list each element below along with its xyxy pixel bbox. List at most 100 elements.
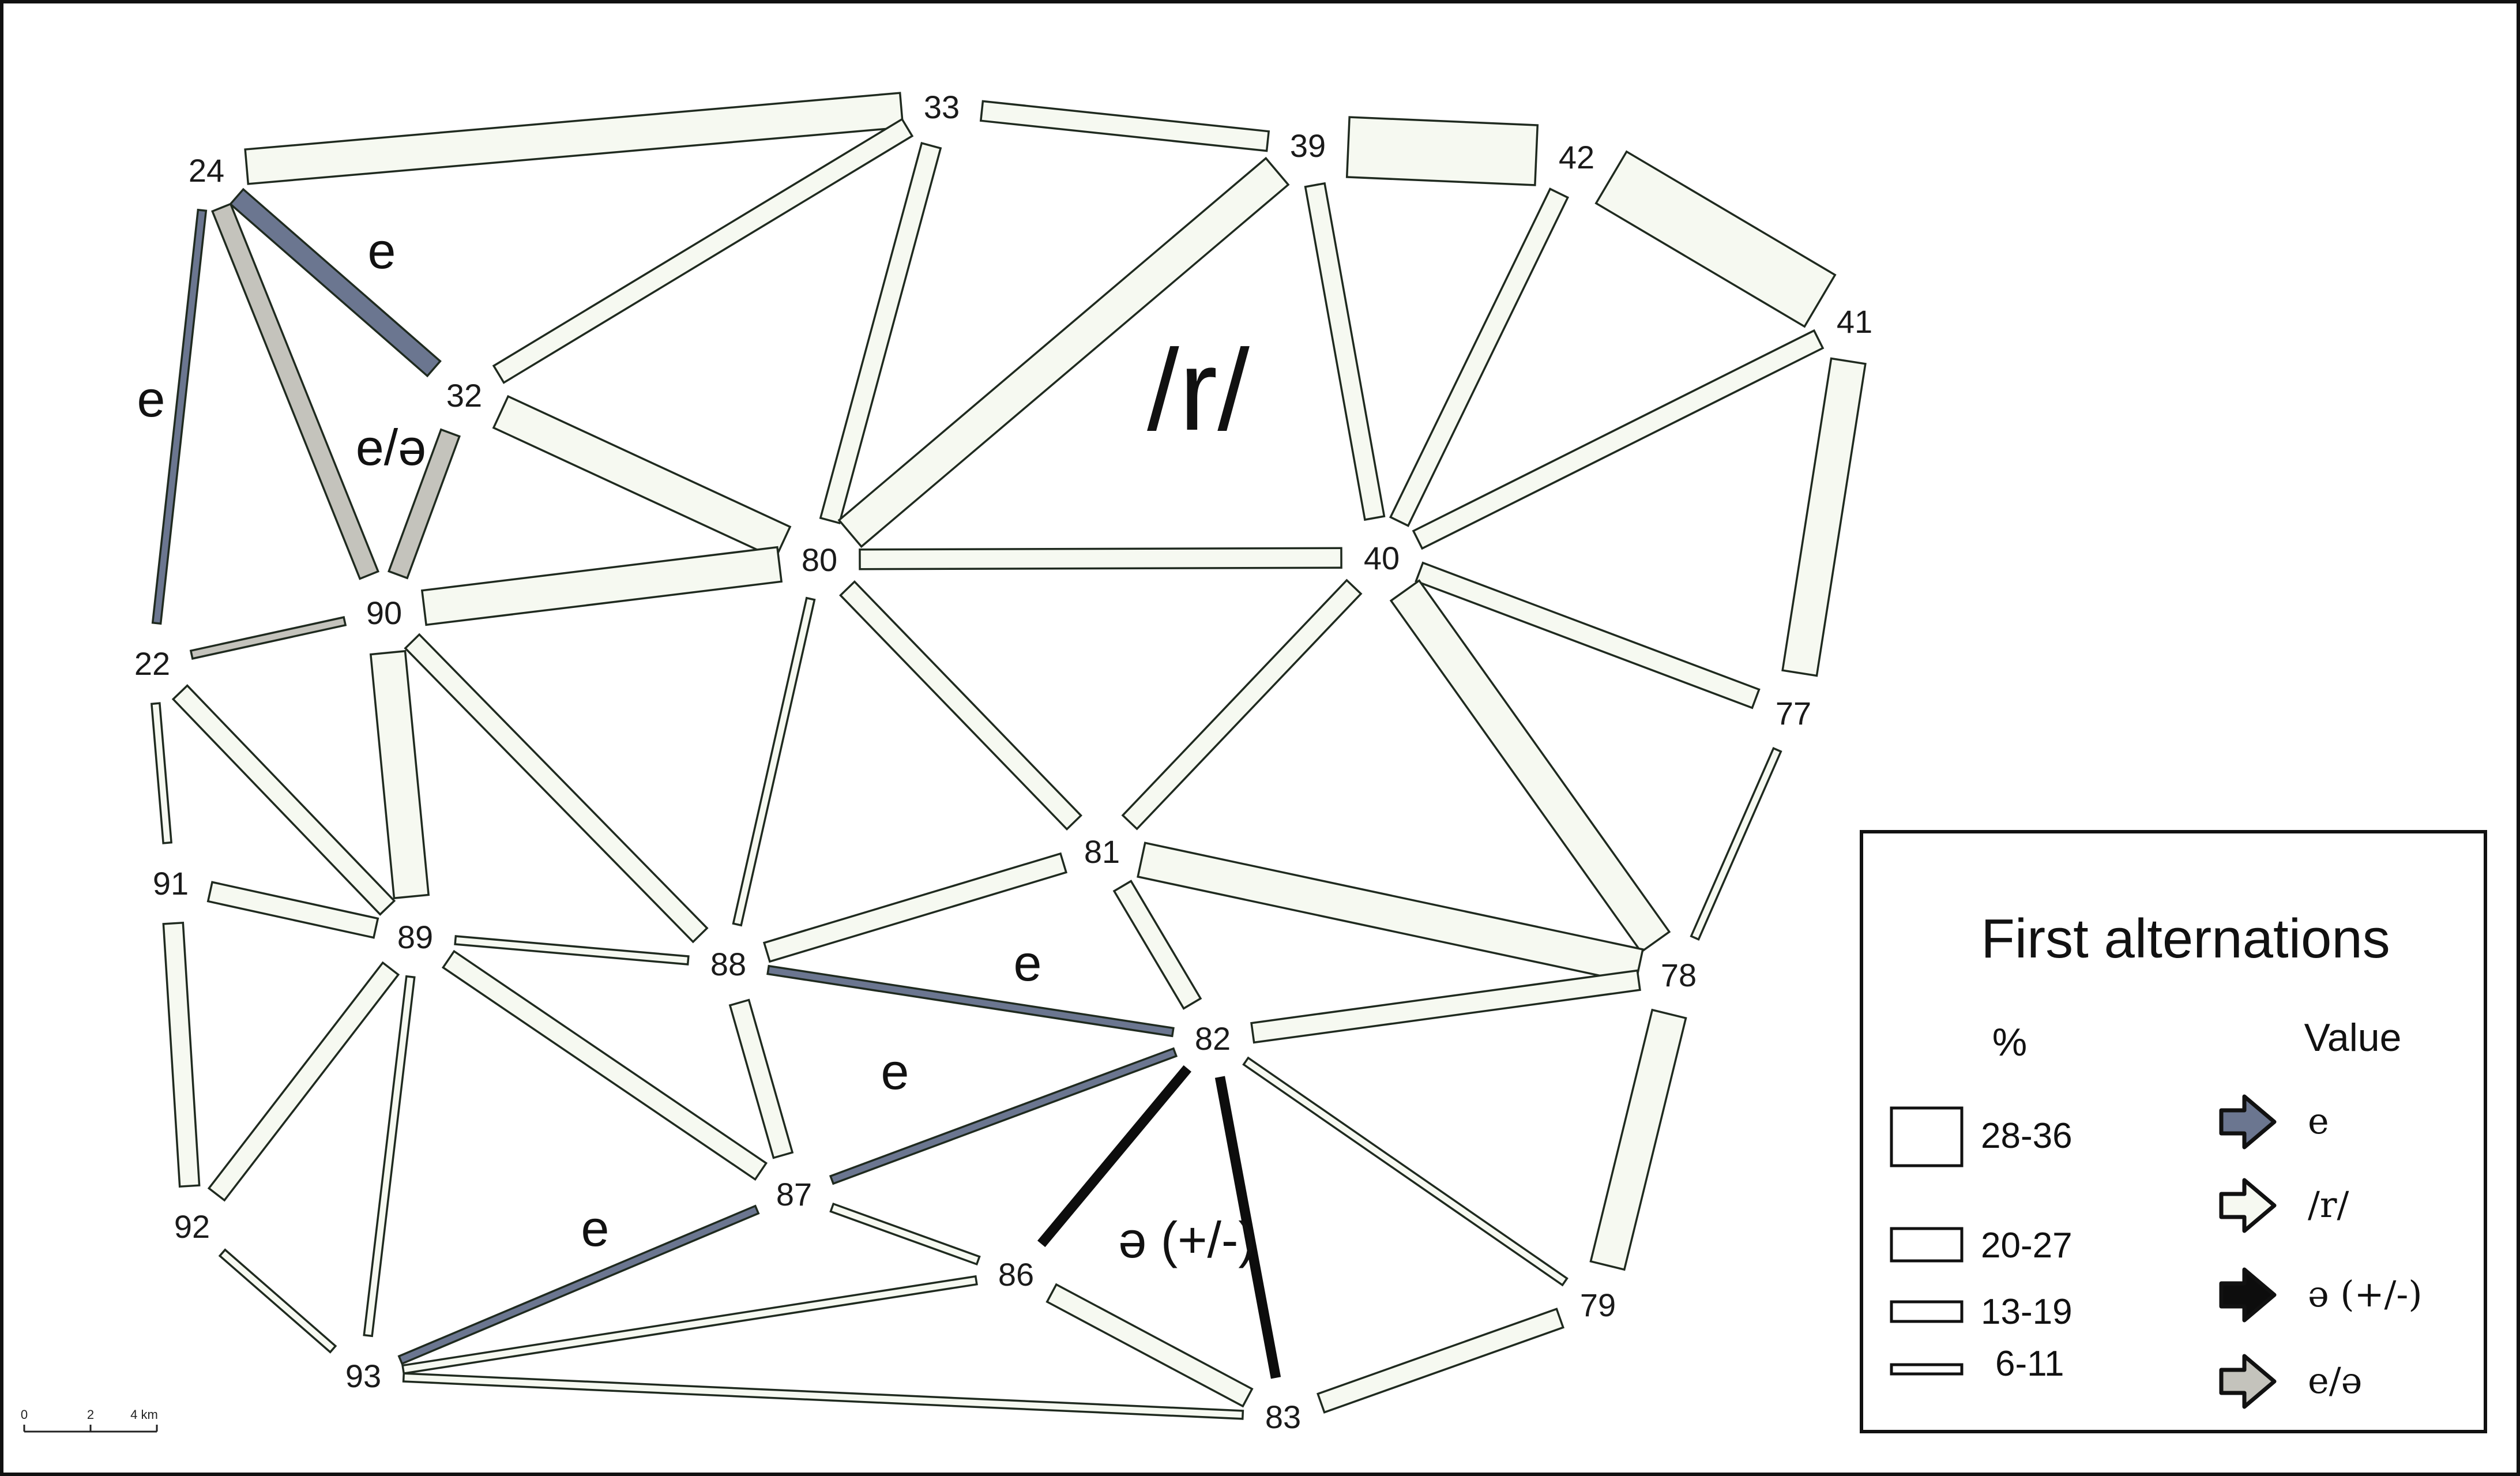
edge-41-40 — [1412, 329, 1825, 550]
node-label-22: 22 — [134, 645, 170, 682]
edge-24-32 — [229, 187, 442, 378]
edge-83-79 — [1317, 1308, 1564, 1414]
edge-40-78 — [1389, 579, 1671, 953]
edge-22-91 — [150, 702, 173, 844]
node-label-92: 92 — [174, 1208, 210, 1245]
edge-82-79 — [1242, 1056, 1569, 1287]
edge-88-82 — [766, 964, 1175, 1038]
edge-81-82 — [1112, 880, 1202, 1010]
edge-89-93 — [363, 975, 416, 1338]
node-label-86: 86 — [998, 1256, 1034, 1293]
node-label-79: 79 — [1580, 1287, 1616, 1323]
edge-24-33 — [244, 92, 904, 185]
legend-size-swatch-28-36 — [1890, 1106, 1964, 1167]
edge-value-label-82-86: ə (+/-) — [1118, 1211, 1255, 1268]
legend-value-item: e/ə — [2219, 1354, 2362, 1409]
node-label-32: 32 — [446, 377, 482, 414]
edge-value-label-24-22: e — [137, 370, 166, 427]
edge-33-80 — [819, 142, 942, 524]
edge-86-83 — [1045, 1283, 1254, 1408]
edge-80-81 — [839, 580, 1082, 831]
legend-value-label: e/ə — [2308, 1359, 2362, 1402]
node-label-24: 24 — [189, 152, 224, 189]
legend-value-item: e — [2219, 1094, 2329, 1150]
edge-77-78 — [1690, 746, 1782, 941]
edge-24-90 — [211, 202, 379, 580]
edge-90-89 — [369, 649, 430, 900]
edge-33-32 — [492, 118, 914, 384]
edge-82-87 — [829, 1047, 1178, 1185]
edge-92-93 — [218, 1248, 337, 1354]
edge-90-88 — [404, 633, 709, 944]
edge-value-label-82-87: e — [881, 1043, 909, 1100]
edge-93-83 — [402, 1372, 1244, 1420]
edge-81-88 — [762, 852, 1068, 963]
legend-arrow-icon — [2219, 1267, 2277, 1323]
edge-89-87 — [441, 949, 768, 1181]
edge-40-81 — [1121, 579, 1363, 831]
legend-size-swatch-13-19 — [1890, 1300, 1964, 1323]
edge-82-78 — [1250, 969, 1641, 1044]
edge-32-80 — [492, 395, 792, 560]
node-label-83: 83 — [1265, 1399, 1301, 1435]
edge-40-77 — [1415, 561, 1761, 709]
legend-value-label: /r/ — [2308, 1184, 2349, 1226]
edge-80-88 — [732, 596, 816, 927]
legend-title: First alternations — [1981, 908, 2390, 970]
edge-value-label-32-90: e/ə — [356, 419, 426, 476]
legend-size-label: 13-19 — [1981, 1292, 2073, 1332]
edge-82-83 — [1214, 1076, 1281, 1379]
node-label-88: 88 — [710, 946, 746, 982]
edge-value-label-88-82: e — [1014, 934, 1042, 991]
edge-89-92 — [207, 961, 400, 1202]
node-label-80: 80 — [802, 542, 837, 578]
legend-value-item: /r/ — [2219, 1178, 2349, 1233]
node-label-82: 82 — [1195, 1020, 1231, 1057]
scale-bar-label: 2 — [87, 1407, 94, 1422]
legend-arrow-icon — [2219, 1354, 2277, 1409]
edge-41-77 — [1781, 357, 1867, 677]
node-label-33: 33 — [924, 89, 960, 125]
edge-89-88 — [454, 935, 690, 966]
edge-87-86 — [829, 1202, 981, 1266]
legend-value-header: Value — [2304, 1016, 2402, 1060]
legend-box — [1860, 830, 2487, 1433]
node-label-40: 40 — [1364, 540, 1400, 576]
edge-78-79 — [1589, 1008, 1687, 1271]
scale-bar: 0 2 4 km — [21, 1407, 158, 1433]
legend-size-swatch-6-11 — [1890, 1363, 1964, 1376]
scale-bar-label: 4 km — [130, 1407, 158, 1422]
legend-value-item: ə (+/-) — [2219, 1267, 2423, 1323]
edge-32-90 — [388, 428, 461, 580]
node-label-93: 93 — [345, 1358, 381, 1394]
edge-91-92 — [162, 921, 201, 1188]
node-label-77: 77 — [1776, 695, 1811, 731]
node-label-81: 81 — [1084, 833, 1120, 870]
edge-88-87 — [728, 998, 794, 1159]
edge-22-90 — [189, 616, 347, 660]
edge-42-40 — [1389, 187, 1570, 527]
edge-42-41 — [1594, 150, 1837, 328]
node-label-42: 42 — [1559, 139, 1594, 175]
edge-layer — [150, 92, 1867, 1420]
legend-size-label: 20-27 — [1981, 1226, 2073, 1265]
edge-90-80 — [420, 546, 783, 626]
legend-size-swatch-20-27 — [1890, 1227, 1964, 1263]
edge-81-78 — [1137, 842, 1644, 985]
edge-39-42 — [1345, 116, 1539, 186]
legend-value-label: e — [2308, 1100, 2329, 1142]
node-label-41: 41 — [1837, 303, 1872, 340]
edge-39-80 — [837, 156, 1290, 549]
scale-bar-label: 0 — [21, 1407, 28, 1422]
edge-87-93 — [397, 1204, 760, 1365]
edge-22-89 — [171, 684, 396, 916]
edge-82-86 — [1037, 1065, 1192, 1248]
edge-39-40 — [1304, 182, 1386, 521]
center-value-label: /r/ — [1147, 326, 1250, 455]
node-label-91: 91 — [153, 865, 189, 902]
legend-size-label: 6-11 — [1995, 1344, 2064, 1384]
node-label-78: 78 — [1661, 957, 1697, 993]
